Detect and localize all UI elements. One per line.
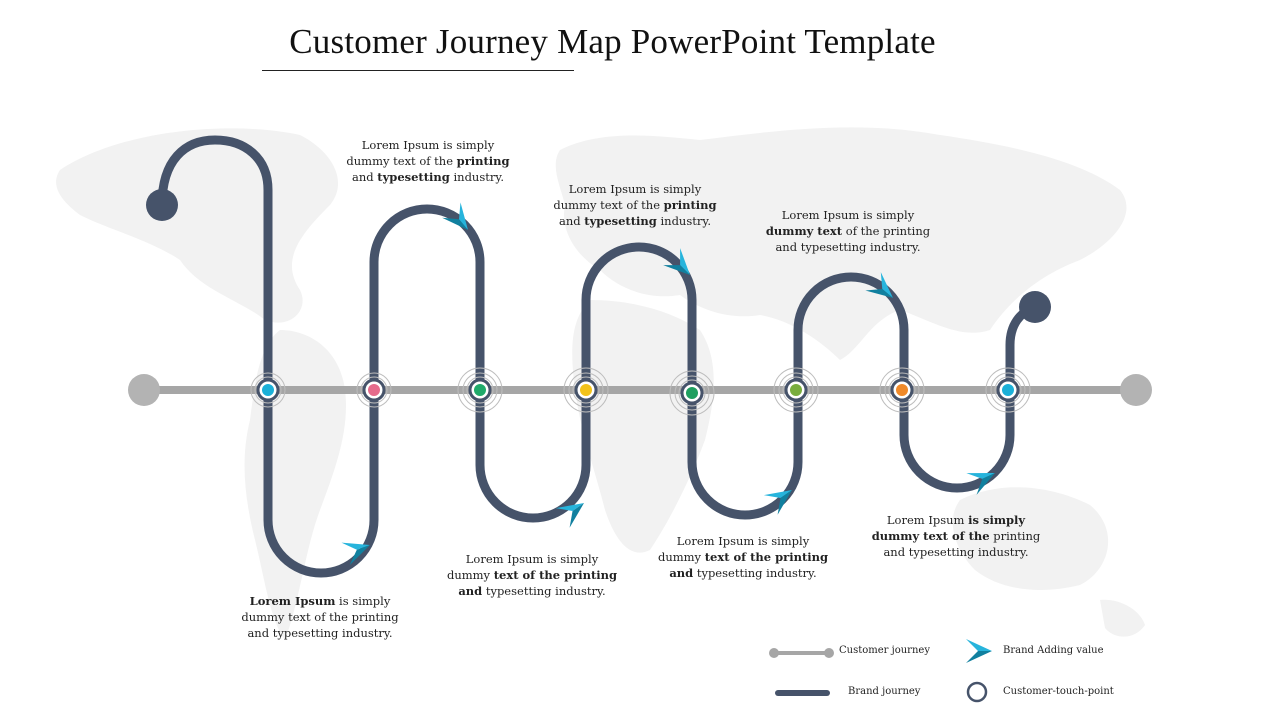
note-3-text: Lorem Ipsum is simply — [781, 208, 915, 222]
title-underline — [262, 70, 574, 71]
legend-customer-touch-point-label: Customer-touch-point — [1003, 686, 1114, 697]
legend-graphics — [769, 639, 992, 703]
touchpoints — [250, 367, 1031, 416]
note-1-text: and — [352, 170, 378, 184]
note-4-bold: Lorem Ipsum — [249, 594, 336, 608]
note-5-bold: and — [458, 584, 483, 598]
note-2-text: Lorem Ipsum is simply — [568, 182, 702, 196]
note-3-text: and typesetting industry. — [775, 240, 921, 254]
note-5-bold: text of the printing — [493, 568, 618, 582]
legend-customer-journey-label: Customer journey — [839, 645, 930, 656]
note-4-text: is simply — [335, 594, 391, 608]
touchpoint-5 — [669, 370, 715, 416]
note-1-text: Lorem Ipsum is simply — [361, 138, 495, 152]
touchpoint-7 — [879, 367, 925, 413]
note-4: Lorem Ipsum is simply dummy text of the … — [220, 593, 420, 641]
note-3-text: of the printing — [842, 224, 931, 238]
brand-journey-end-dot — [1019, 291, 1051, 323]
brand-journey-start-dot — [146, 189, 178, 221]
note-7-text: printing — [989, 529, 1041, 543]
note-7: Lorem Ipsum is simply dummy text of the … — [856, 512, 1056, 560]
note-2-text: industry. — [656, 214, 711, 228]
legend-touchpoint-icon — [966, 681, 988, 703]
legend-arrow-icon — [966, 639, 992, 663]
note-7-text: Lorem Ipsum — [886, 513, 969, 527]
note-5: Lorem Ipsum is simply dummy text of the … — [432, 551, 632, 599]
touchpoint-1 — [250, 372, 286, 408]
note-7-bold: dummy text of the — [871, 529, 990, 543]
note-1-bold: printing — [456, 154, 510, 168]
note-4-text: and typesetting industry. — [247, 626, 393, 640]
note-1-bold: typesetting — [377, 170, 450, 184]
note-3-bold: dummy text — [765, 224, 843, 238]
note-2-text: and — [559, 214, 585, 228]
customer-journey-start-dot — [128, 374, 160, 406]
legend-customer-journey-icon — [769, 648, 834, 658]
touchpoint-6 — [773, 367, 819, 413]
note-3: Lorem Ipsum is simply dummy text of the … — [748, 207, 948, 255]
legend-brand-journey-label: Brand journey — [848, 686, 921, 697]
note-2-bold: typesetting — [584, 214, 657, 228]
legend-brand-adding-value-label: Brand Adding value — [1003, 645, 1104, 656]
note-1: Lorem Ipsum is simply dummy text of the … — [328, 137, 528, 185]
brand-journey-path — [157, 135, 1040, 578]
note-1-text: dummy text of the — [346, 154, 457, 168]
touchpoint-2 — [356, 372, 392, 408]
note-2-bold: printing — [663, 198, 717, 212]
note-6-text: typesetting industry. — [693, 566, 817, 580]
note-6-text: dummy — [657, 550, 705, 564]
note-2-text: dummy text of the — [553, 198, 664, 212]
note-6: Lorem Ipsum is simply dummy text of the … — [643, 533, 843, 581]
customer-journey-end-dot — [1120, 374, 1152, 406]
page-title: Customer Journey Map PowerPoint Template — [289, 22, 936, 61]
touchpoint-3 — [457, 367, 503, 413]
note-1-text: industry. — [449, 170, 504, 184]
note-7-bold: is simply — [968, 513, 1026, 527]
note-4-text: dummy text of the printing — [241, 610, 399, 624]
note-6-bold: text of the printing — [704, 550, 829, 564]
note-5-text: typesetting industry. — [482, 584, 606, 598]
note-6-text: Lorem Ipsum is simply — [676, 534, 810, 548]
note-6-bold: and — [669, 566, 694, 580]
touchpoint-8 — [985, 367, 1031, 413]
note-7-text: and typesetting industry. — [883, 545, 1029, 559]
note-2: Lorem Ipsum is simply dummy text of the … — [535, 181, 735, 229]
touchpoint-4 — [563, 367, 609, 413]
note-5-text: dummy — [446, 568, 494, 582]
note-5-text: Lorem Ipsum is simply — [465, 552, 599, 566]
